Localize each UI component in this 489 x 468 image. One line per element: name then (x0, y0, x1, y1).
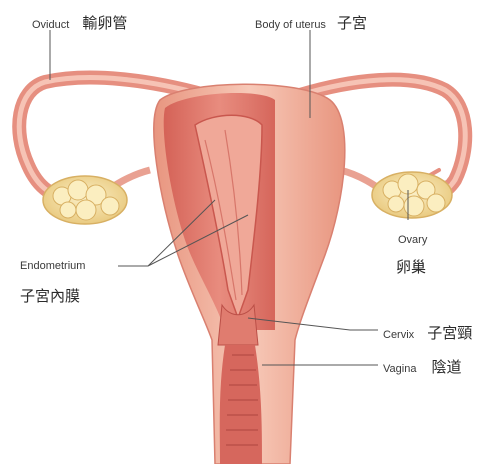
ovary-zh: 卵巢 (396, 256, 426, 277)
vagina-canal (220, 345, 262, 464)
cervix-en: Cervix (383, 329, 414, 341)
endometrium-zh: 子宮內膜 (20, 285, 80, 306)
left-ovary (43, 176, 127, 224)
vagina-en: Vagina (383, 363, 416, 375)
cervix-zh: 子宮頸 (427, 324, 472, 342)
oviduct-zh: 輸卵管 (82, 14, 127, 32)
vagina-zh: 陰道 (432, 358, 462, 376)
cervix-label: Cervix 子宮頸 (383, 322, 472, 343)
right-ovary (372, 172, 452, 218)
body-of-uterus-en: Body of uterus (255, 19, 326, 31)
body-of-uterus-zh: 子宮 (337, 14, 367, 32)
ovary-en: Ovary (398, 234, 427, 246)
oviduct-label: Oviduct 輸卵管 (32, 12, 127, 33)
vagina-label: Vagina 陰道 (383, 356, 462, 377)
endometrium-en: Endometrium (20, 260, 85, 272)
body-of-uterus-label: Body of uterus 子宮 (255, 12, 367, 33)
oviduct-en: Oviduct (32, 19, 69, 31)
